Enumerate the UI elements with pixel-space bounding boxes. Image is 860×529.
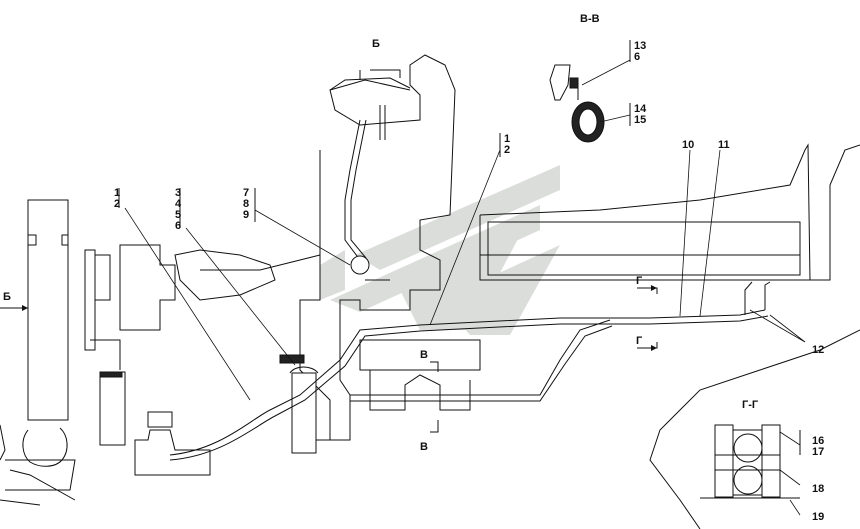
callout-1-left: 1 (114, 187, 120, 199)
cab-structure (0, 199, 176, 506)
vehicle-body-outline (479, 143, 860, 529)
callout-19: 19 (812, 511, 824, 523)
callout-3: 3 (175, 187, 181, 199)
section-arrows (0, 285, 658, 433)
callout-4: 4 (175, 198, 182, 210)
view-b-label: Б (372, 38, 380, 50)
callout-8: 8 (243, 198, 249, 210)
callout-11: 11 (718, 139, 730, 151)
callout-18: 18 (812, 483, 824, 495)
callout-10: 10 (682, 139, 694, 151)
callout-12: 12 (812, 344, 824, 356)
watermark-logo (320, 165, 560, 335)
callout-5: 5 (175, 209, 181, 221)
engine-block (174, 54, 481, 441)
section-gg-label: Г-Г (742, 399, 759, 411)
cut-v-bottom-label: В (420, 441, 428, 453)
callout-17: 17 (812, 446, 824, 458)
callout-13: 13 (634, 40, 646, 52)
fuel-filter (99, 354, 319, 476)
callout-6: 6 (175, 220, 181, 232)
callout-14: 14 (634, 103, 647, 115)
leader-lines (118, 40, 806, 516)
callout-15: 15 (634, 114, 646, 126)
section-vv-label: В-В (580, 13, 600, 25)
fuel-lines (169, 105, 771, 461)
callout-2-mid: 2 (504, 144, 510, 156)
cut-g-bottom-label: Г (636, 335, 643, 347)
callout-7: 7 (243, 187, 249, 199)
section-vv-detail (549, 64, 605, 143)
section-gg-detail (700, 424, 800, 499)
callout-9: 9 (243, 209, 249, 221)
callout-1-mid: 1 (504, 133, 510, 145)
cut-v-top-label: В (420, 349, 428, 361)
callout-2-left: 2 (114, 198, 120, 210)
callout-16: 16 (812, 435, 824, 447)
arrow-b-label: Б (3, 291, 11, 303)
cut-g-top-label: Г (636, 275, 643, 287)
callout-6-vv: 6 (634, 51, 640, 63)
